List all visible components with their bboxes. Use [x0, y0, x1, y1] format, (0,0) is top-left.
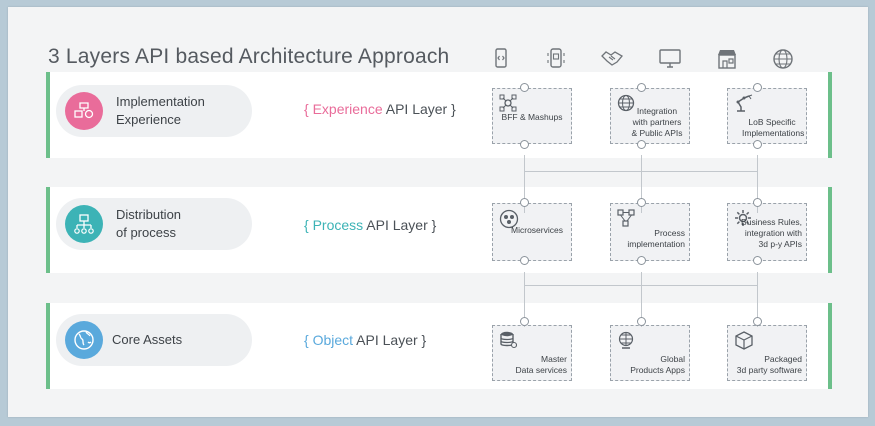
layer-suffix: API Layer }	[353, 332, 427, 348]
globe-icon	[617, 94, 635, 112]
code-file-icon	[490, 47, 512, 69]
core-assets-globe-icon	[65, 321, 103, 359]
layer-highlight: Experience	[312, 101, 383, 117]
robot-arm-icon	[734, 94, 753, 112]
connector-node	[520, 83, 529, 92]
database-icon	[499, 331, 518, 349]
row-object: Core Assets { Object API Layer } Master …	[46, 303, 832, 389]
layer-brace-open: {	[304, 332, 313, 348]
connector-line	[641, 272, 642, 327]
connector-line	[757, 155, 758, 213]
connector-node	[753, 83, 762, 92]
layer-brace-open: {	[304, 217, 313, 233]
connector-node	[637, 83, 646, 92]
distribution-icon	[65, 205, 103, 243]
implementation-icon	[65, 92, 103, 130]
box-process-implementation: Process implementation	[610, 203, 690, 261]
connector-node	[637, 317, 646, 326]
layer-pill-distribution: Distribution of process	[56, 198, 252, 250]
connector-line	[524, 285, 758, 286]
pill-label: Distribution of process	[116, 207, 182, 240]
globe-icon	[771, 47, 793, 69]
box-label: LoB Specific Implementations	[742, 117, 805, 138]
pill-label: Implementation Experience	[116, 94, 205, 127]
box-label: Business Rules, integration with 3d p-y …	[741, 217, 802, 249]
monitor-icon	[658, 47, 681, 69]
pill-label: Core Assets	[112, 332, 183, 347]
connector-node	[753, 256, 762, 265]
accent-bar-left	[46, 187, 50, 273]
network-icon	[499, 94, 517, 112]
connector-node	[637, 140, 646, 149]
connector-node	[520, 256, 529, 265]
connector-line	[524, 155, 525, 213]
box-bff-mashups: BFF & Mashups	[492, 88, 572, 144]
box-label: Microservices	[511, 225, 563, 235]
mobile-icon	[545, 47, 567, 69]
store-icon	[715, 47, 737, 69]
layer-suffix: API Layer }	[382, 101, 456, 117]
microservices-icon	[499, 209, 519, 229]
accent-bar-right	[828, 187, 832, 273]
row-process: Distribution of process { Process API La…	[46, 187, 832, 273]
layer-suffix: API Layer }	[363, 217, 437, 233]
row-experience: Implementation Experience { Experience A…	[46, 72, 832, 158]
package-icon	[734, 331, 753, 350]
connector-node	[753, 140, 762, 149]
box-global-products: Global Products Apps	[610, 325, 690, 381]
globe-grid-icon	[617, 331, 635, 349]
layer-title-process: { Process API Layer }	[304, 217, 436, 233]
layer-title-experience: { Experience API Layer }	[304, 101, 456, 117]
box-label: Global Products Apps	[630, 354, 685, 375]
box-packaged-software: Packaged 3d party software	[727, 325, 807, 381]
accent-bar-left	[46, 72, 50, 158]
accent-bar-right	[828, 72, 832, 158]
diagram-card: 3 Layers API based Architecture Approach…	[8, 7, 868, 417]
connector-line	[524, 272, 525, 327]
accent-bar-right	[828, 303, 832, 389]
gears-icon	[734, 209, 752, 227]
connector-line	[641, 155, 642, 213]
box-business-rules: Business Rules, integration with 3d p-y …	[727, 203, 807, 261]
box-label: Integration with partners & Public APIs	[631, 106, 683, 138]
process-icon	[617, 209, 635, 227]
layer-title-object: { Object API Layer }	[304, 332, 426, 348]
box-lob-implementations: LoB Specific Implementations	[727, 88, 807, 144]
connector-node	[520, 317, 529, 326]
box-label: Packaged 3d party software	[736, 354, 802, 375]
connector-line	[757, 272, 758, 327]
connector-node	[520, 198, 529, 207]
layer-pill-core-assets: Core Assets	[56, 314, 252, 366]
connector-node	[753, 317, 762, 326]
connector-node	[753, 198, 762, 207]
layer-highlight: Object	[312, 332, 354, 348]
connector-node	[520, 140, 529, 149]
accent-bar-left	[46, 303, 50, 389]
box-microservices: Microservices	[492, 203, 572, 261]
layer-brace-open: {	[304, 101, 313, 117]
box-label: Process implementation	[627, 228, 685, 249]
box-master-data: Master Data services	[492, 325, 572, 381]
box-label: Master Data services	[515, 354, 568, 375]
handshake-icon	[600, 47, 623, 69]
page-title: 3 Layers API based Architecture Approach	[48, 45, 450, 68]
layer-highlight: Process	[312, 217, 364, 233]
connector-node	[637, 256, 646, 265]
layer-pill-implementation: Implementation Experience	[56, 85, 252, 137]
connector-line	[524, 171, 758, 172]
box-label: BFF & Mashups	[501, 112, 563, 122]
box-partner-integration: Integration with partners & Public APIs	[610, 88, 690, 144]
connector-node	[637, 198, 646, 207]
